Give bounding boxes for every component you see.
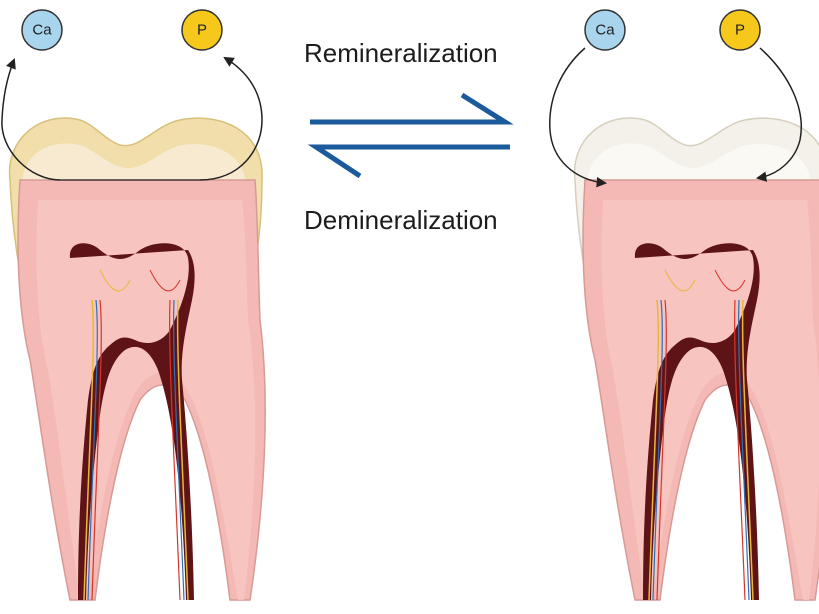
right-tooth <box>573 117 819 601</box>
right-p-arrow <box>755 47 802 182</box>
left-tooth <box>8 117 266 601</box>
left-ca-ion: Ca <box>21 9 63 51</box>
left-p-arrow <box>199 56 263 181</box>
right-p-ion: P <box>719 9 761 51</box>
left-ca-label: Ca <box>32 22 52 39</box>
left-p-ion: P <box>181 9 223 51</box>
right-p-label: P <box>735 22 745 39</box>
right-ca-ion: Ca <box>584 9 626 51</box>
reverse-arrow <box>307 144 510 179</box>
forward-arrow <box>310 92 514 125</box>
left-ion-cycle: Ca P <box>1 9 263 181</box>
right-ion-cycle: Ca P <box>549 9 802 188</box>
right-ca-arrow <box>549 47 608 188</box>
left-p-label: P <box>197 22 207 39</box>
remineralization-label: Remineralization <box>304 38 498 68</box>
equilibrium-arrows <box>307 92 514 179</box>
demineralization-label: Demineralization <box>304 205 498 235</box>
left-ca-arrow <box>1 58 61 181</box>
right-ca-label: Ca <box>595 22 615 39</box>
